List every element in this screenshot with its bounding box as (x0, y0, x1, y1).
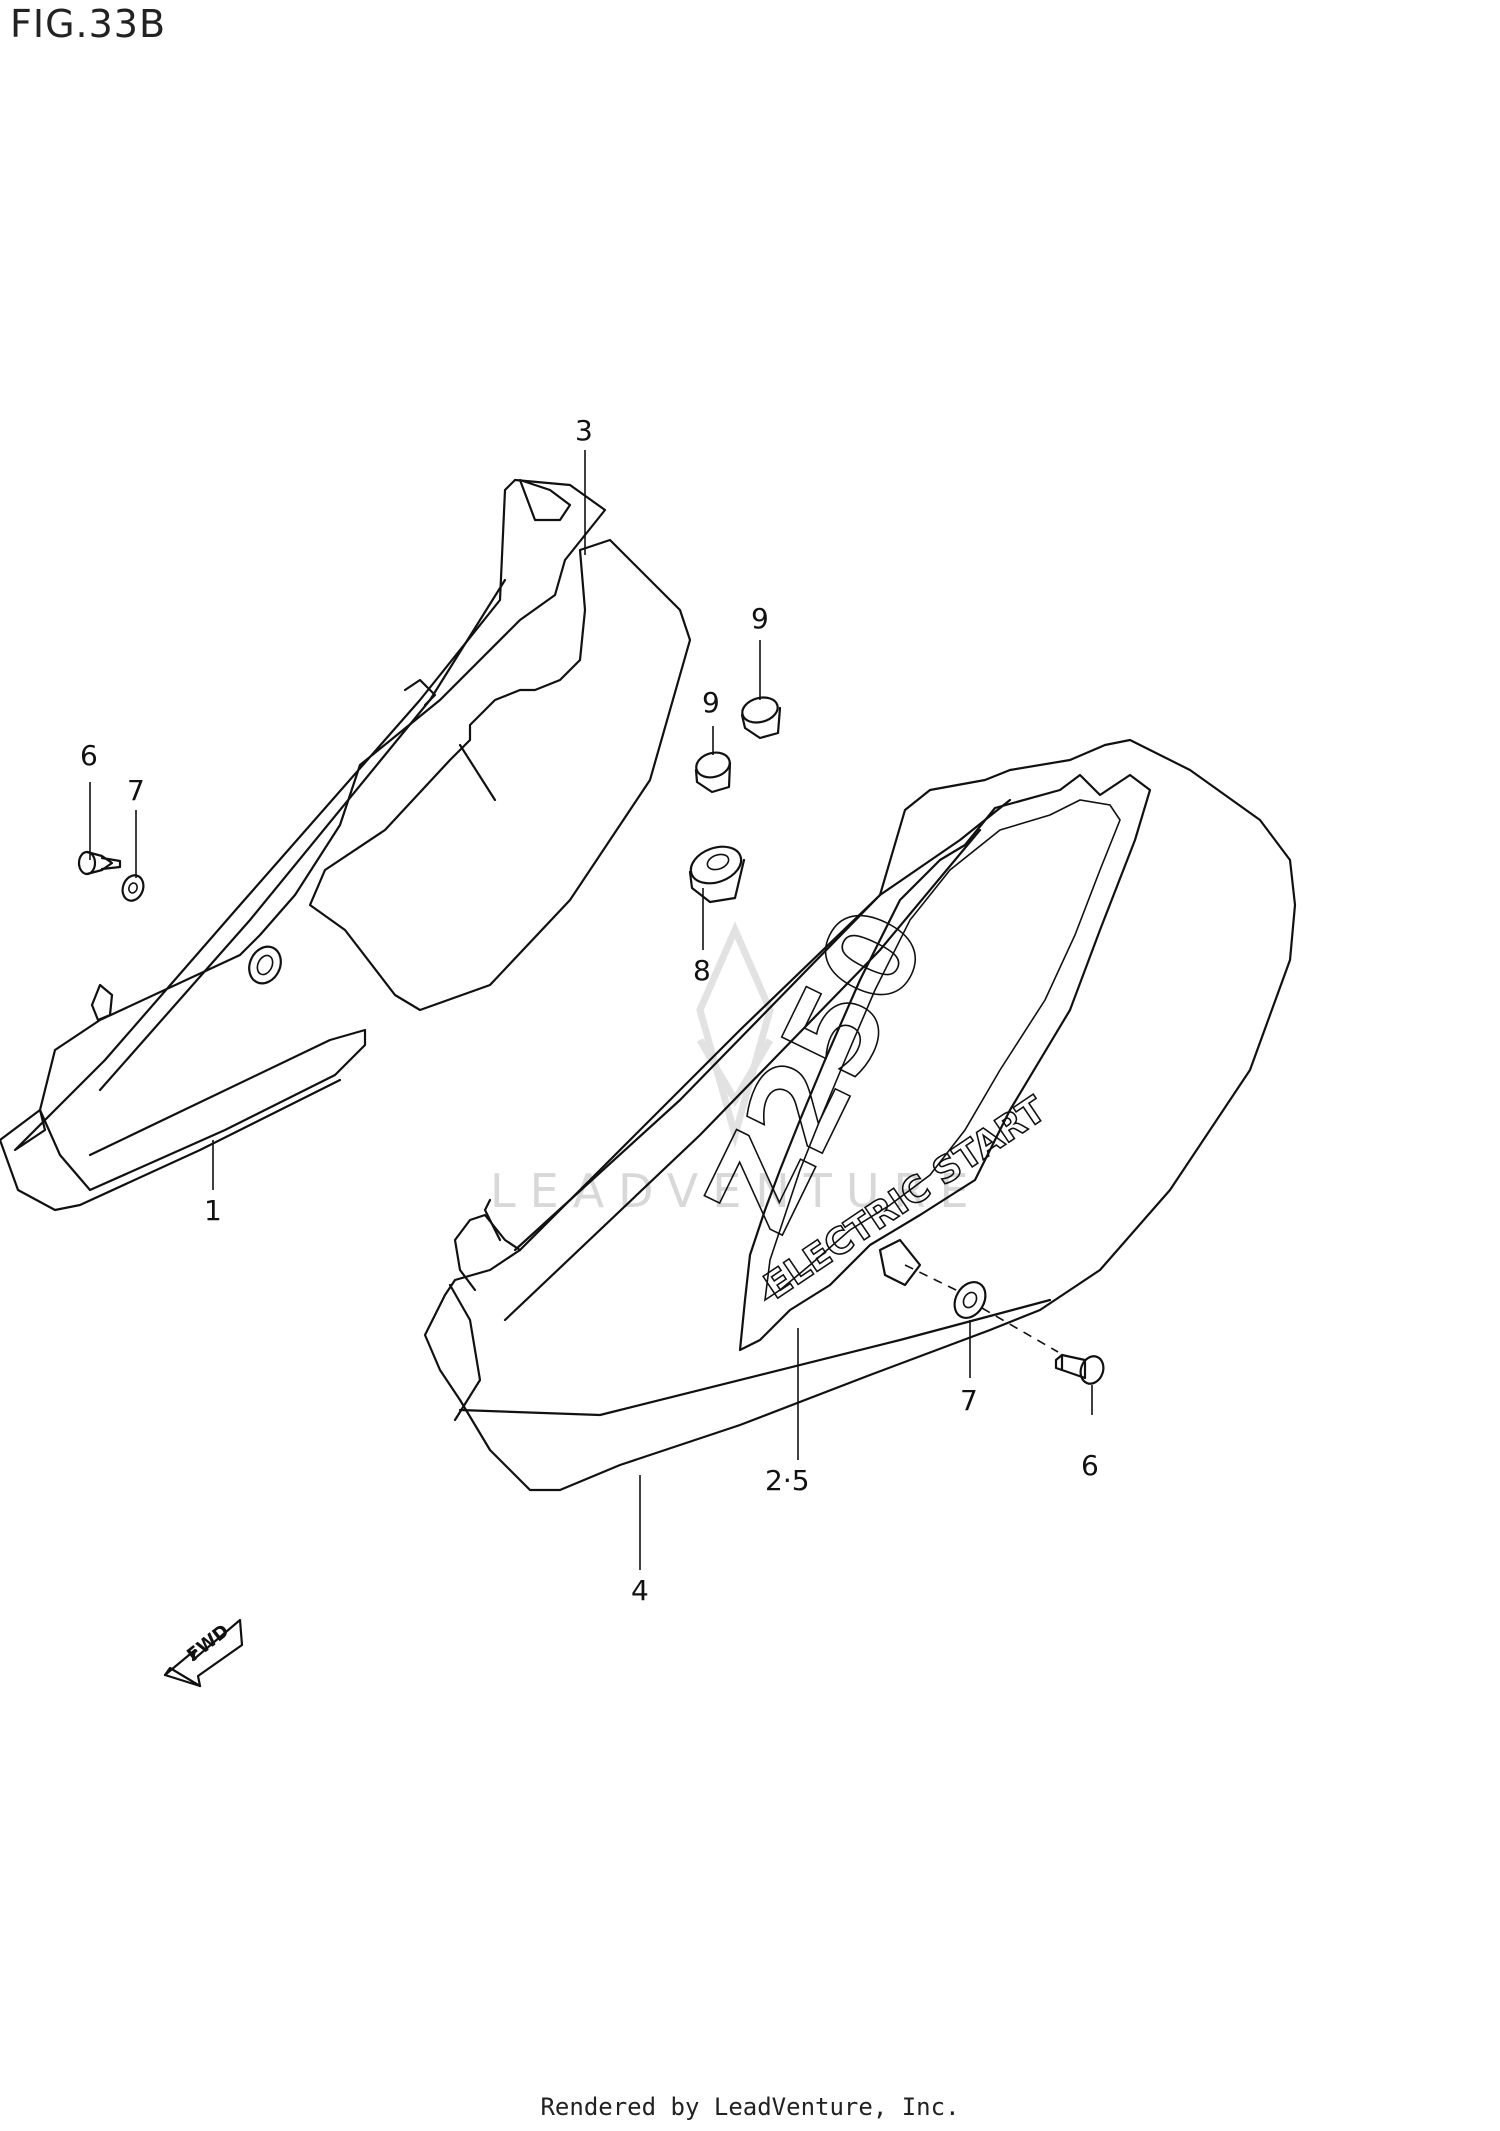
fwd-label: FWD (183, 1620, 233, 1666)
callout-7-right: 7 (960, 1384, 978, 1417)
callout-3: 3 (575, 414, 593, 447)
part-2-5-decal[interactable]: Z250 ELECTRIC START (680, 773, 1152, 1352)
callout-9-top: 9 (751, 602, 769, 635)
callout-7-left: 7 (127, 774, 145, 807)
part-4-right-side-cover[interactable] (423, 738, 1297, 1492)
figure-title: FIG.33B (10, 2, 167, 46)
callout-1: 1 (204, 1194, 222, 1227)
callout-2-5: 2·5 (765, 1464, 810, 1497)
part-9-grommet-middle[interactable] (693, 749, 732, 794)
callout-4: 4 (631, 1574, 649, 1607)
part-7-washer-left[interactable] (119, 872, 147, 903)
callout-6-right: 6 (1081, 1449, 1099, 1482)
part-8-grommet[interactable] (686, 840, 746, 904)
arrow-left-icon (163, 1618, 244, 1688)
part-1-left-side-cover[interactable] (0, 478, 692, 1212)
callout-6-left: 6 (80, 739, 98, 772)
part-7-washer-right[interactable] (948, 1277, 991, 1324)
watermark-text: LEADVENTURE (490, 1164, 983, 1218)
part-6-bolt-right[interactable] (1054, 1353, 1107, 1387)
callout-9-middle: 9 (702, 686, 720, 719)
leader-lines (89, 450, 1093, 1570)
footer-credit: Rendered by LeadVenture, Inc. (540, 2093, 960, 2121)
callout-8: 8 (693, 954, 711, 987)
part-9-grommet-top[interactable] (740, 694, 782, 740)
fwd-direction-arrow: FWD (163, 1618, 244, 1688)
part-6-bolt-left[interactable] (77, 850, 122, 876)
